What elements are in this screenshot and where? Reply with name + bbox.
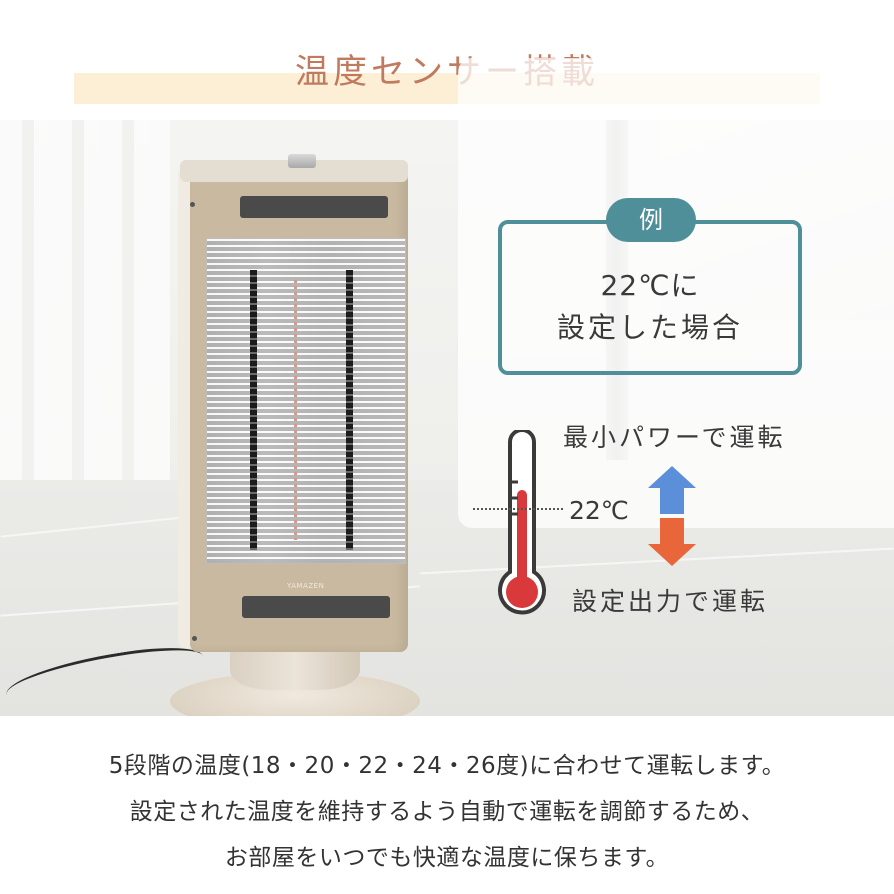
thermometer-icon bbox=[498, 430, 546, 615]
heater-upper-vent bbox=[240, 196, 388, 218]
example-setting-temp: 22℃に bbox=[600, 269, 700, 302]
description-line-1: 5段階の温度(18・20・22・24・26度)に合わせて運転します。 bbox=[108, 753, 786, 779]
set-temp-label: 22℃ bbox=[569, 496, 629, 525]
curtain-background bbox=[0, 120, 170, 500]
heater-grille bbox=[206, 238, 406, 564]
brand-mark: YAMAZEN bbox=[287, 582, 325, 590]
heating-filament bbox=[294, 280, 297, 540]
min-power-label: 最小パワーで運転 bbox=[563, 423, 786, 452]
example-setting-caption: 設定した場合 bbox=[556, 311, 743, 344]
set-temp-line bbox=[473, 508, 563, 510]
example-tag: 例 bbox=[606, 198, 696, 242]
heater-knob bbox=[288, 154, 316, 168]
heating-element bbox=[346, 270, 353, 550]
set-output-label: 設定出力で運転 bbox=[572, 587, 769, 616]
arrow-up-icon bbox=[648, 466, 696, 514]
heating-element bbox=[250, 270, 257, 550]
description-line-2: 設定された温度を維持するよう自動で運転を調節するため、 bbox=[129, 799, 765, 825]
heater-product: YAMAZEN bbox=[170, 150, 420, 716]
arrow-down-icon bbox=[648, 518, 696, 566]
heater-top bbox=[180, 160, 408, 182]
description-line-3: お部屋をいつでも快適な温度に保ちます。 bbox=[224, 845, 670, 871]
heater-lower-vent bbox=[242, 596, 390, 618]
product-photo: YAMAZEN bbox=[0, 120, 894, 716]
